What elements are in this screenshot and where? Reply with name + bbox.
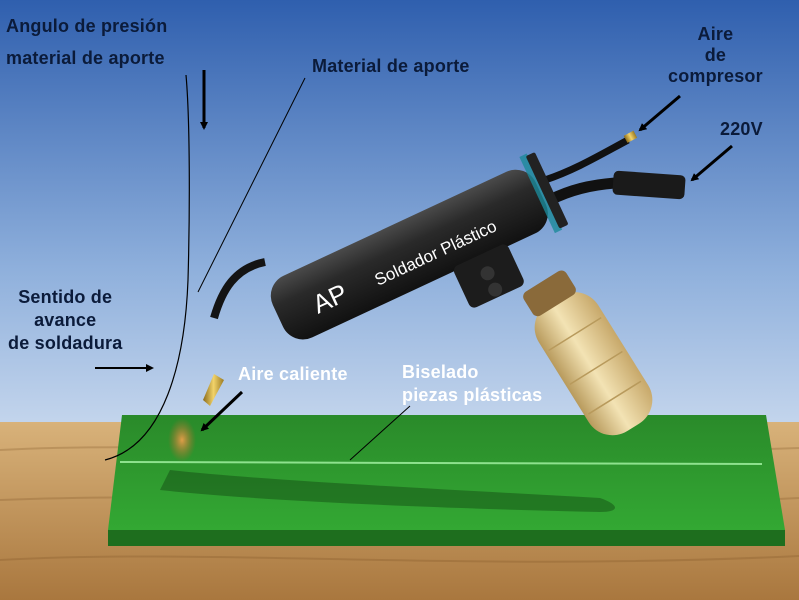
tool-body: [270, 169, 548, 340]
compressor-air-label: Aire de compresor: [668, 24, 763, 87]
pressure-angle-label: Angulo de presión material de aporte: [6, 10, 167, 74]
compressor-air-line-2: de: [704, 45, 727, 65]
bevel-seam: [119, 461, 763, 465]
bevel-leader-line: [349, 405, 411, 461]
wooden-handle: [523, 270, 653, 436]
nozzle-tip: [203, 374, 224, 406]
bevel-line-2: piezas plásticas: [402, 385, 543, 405]
bevel-line-1: Biselado: [402, 362, 479, 382]
pressure-angle-line-1: Angulo de presión: [6, 16, 168, 36]
plastic-plate: [108, 415, 785, 546]
filler-rod: [104, 74, 190, 461]
filler-material-label: Material de aporte: [312, 56, 470, 76]
voltage-label: 220V: [720, 119, 763, 139]
voltage-arrow: [690, 144, 733, 182]
welding-gun: [210, 152, 568, 340]
rear-hoses: [543, 130, 686, 205]
compressor-air-line-3: compresor: [668, 66, 763, 86]
direction-line-3: de soldadura: [8, 333, 123, 353]
hot-air-label: Aire caliente: [238, 364, 348, 384]
direction-label: Sentido de avance de soldadura: [8, 286, 122, 355]
compressor-air-line-1: Aire: [697, 24, 734, 44]
hot-air-glow: [168, 418, 196, 462]
filler-leader-line: [197, 77, 306, 293]
hot-air-arrow: [200, 390, 244, 432]
pressure-angle-line-2: material de aporte: [6, 48, 165, 68]
bevel-label: Biselado piezas plásticas: [402, 361, 542, 407]
tool-shadow: [160, 470, 615, 512]
direction-line-1: Sentido de: [18, 287, 113, 307]
direction-line-2: avance: [34, 310, 97, 330]
compressor-arrow: [638, 94, 681, 132]
